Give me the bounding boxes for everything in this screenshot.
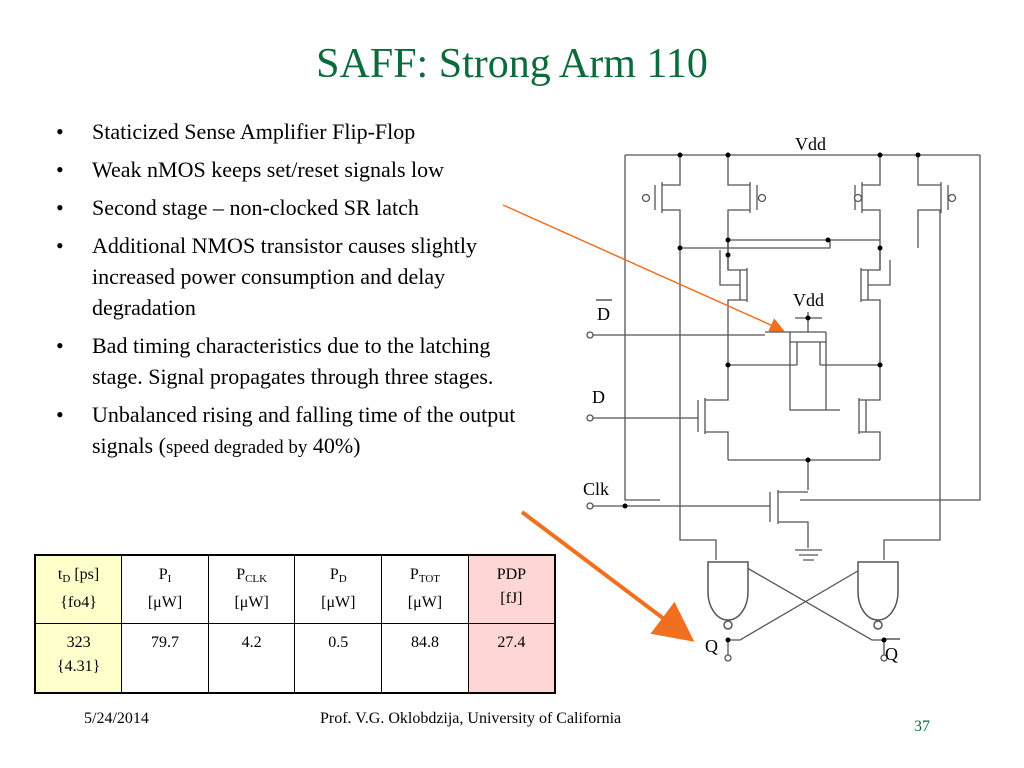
header-cell-pd: PD[μW] xyxy=(294,554,383,624)
page-number: 37 xyxy=(914,718,930,735)
results-table: tD [ps]{fo4} PI[μW] PCLK[μW] PD[μW] PTOT… xyxy=(34,554,556,694)
bullet-tail-text: 40%) xyxy=(307,433,361,458)
nand-gate-right xyxy=(857,561,899,621)
bullet-item: Second stage – non-clocked SR latch xyxy=(52,192,532,223)
header-cell-pdp: PDP[fJ] xyxy=(467,554,556,624)
bullet-text: Bad timing characteristics due to the la… xyxy=(92,333,494,389)
value-cell-pdp: 27.4 xyxy=(467,623,556,694)
bullet-item: Additional NMOS transistor causes slight… xyxy=(52,230,532,323)
vdd-inner-label: Vdd xyxy=(793,290,824,310)
bullet-list: Staticized Sense Amplifier Flip-Flop Wea… xyxy=(52,116,532,470)
value-cell-pd: 0.5 xyxy=(294,623,383,694)
footer-author: Prof. V.G. Oklobdzija, University of Cal… xyxy=(320,710,622,727)
value-cell-td: 323{4.31} xyxy=(34,623,123,694)
d-label: D xyxy=(592,387,605,407)
annotation-arrow-weak-nmos xyxy=(502,204,785,332)
bullet-text: Second stage – non-clocked SR latch xyxy=(92,195,419,220)
nand-gate-left xyxy=(707,561,749,621)
bullet-text: Weak nMOS keeps set/reset signals low xyxy=(92,157,444,182)
circuit-wires xyxy=(590,154,981,656)
table-row: 323{4.31} 79.7 4.2 0.5 84.8 27.4 xyxy=(34,623,556,694)
clk-label: Clk xyxy=(583,479,609,499)
bullet-item: Staticized Sense Amplifier Flip-Flop xyxy=(52,116,532,147)
q-label: Q xyxy=(705,636,718,656)
annotation-arrow-latch xyxy=(520,510,695,642)
footer-date: 5/24/2014 xyxy=(84,710,149,727)
nand-gates xyxy=(707,561,899,630)
bullet-item: Bad timing characteristics due to the la… xyxy=(52,330,532,392)
q-bar-label: Q xyxy=(885,644,898,664)
bullet-item: Unbalanced rising and falling time of th… xyxy=(52,399,532,463)
value-cell-pi: 79.7 xyxy=(121,623,209,694)
bullet-text: Unbalanced rising and falling time of th… xyxy=(92,402,516,458)
slide-title: SAFF: Strong Arm 110 xyxy=(316,41,708,87)
value-cell-ptot: 84.8 xyxy=(381,623,469,694)
bullet-item: Weak nMOS keeps set/reset signals low xyxy=(52,154,532,185)
junction-dots xyxy=(622,152,921,643)
bullet-small-text: speed degraded by xyxy=(165,437,308,458)
d-bar-label: D xyxy=(597,304,610,324)
header-cell-pi: PI[μW] xyxy=(121,554,209,624)
vdd-top-label: Vdd xyxy=(795,134,826,154)
bullet-text: Staticized Sense Amplifier Flip-Flop xyxy=(92,119,416,144)
terminals xyxy=(586,193,957,662)
bullet-text: Additional NMOS transistor causes slight… xyxy=(92,233,477,320)
